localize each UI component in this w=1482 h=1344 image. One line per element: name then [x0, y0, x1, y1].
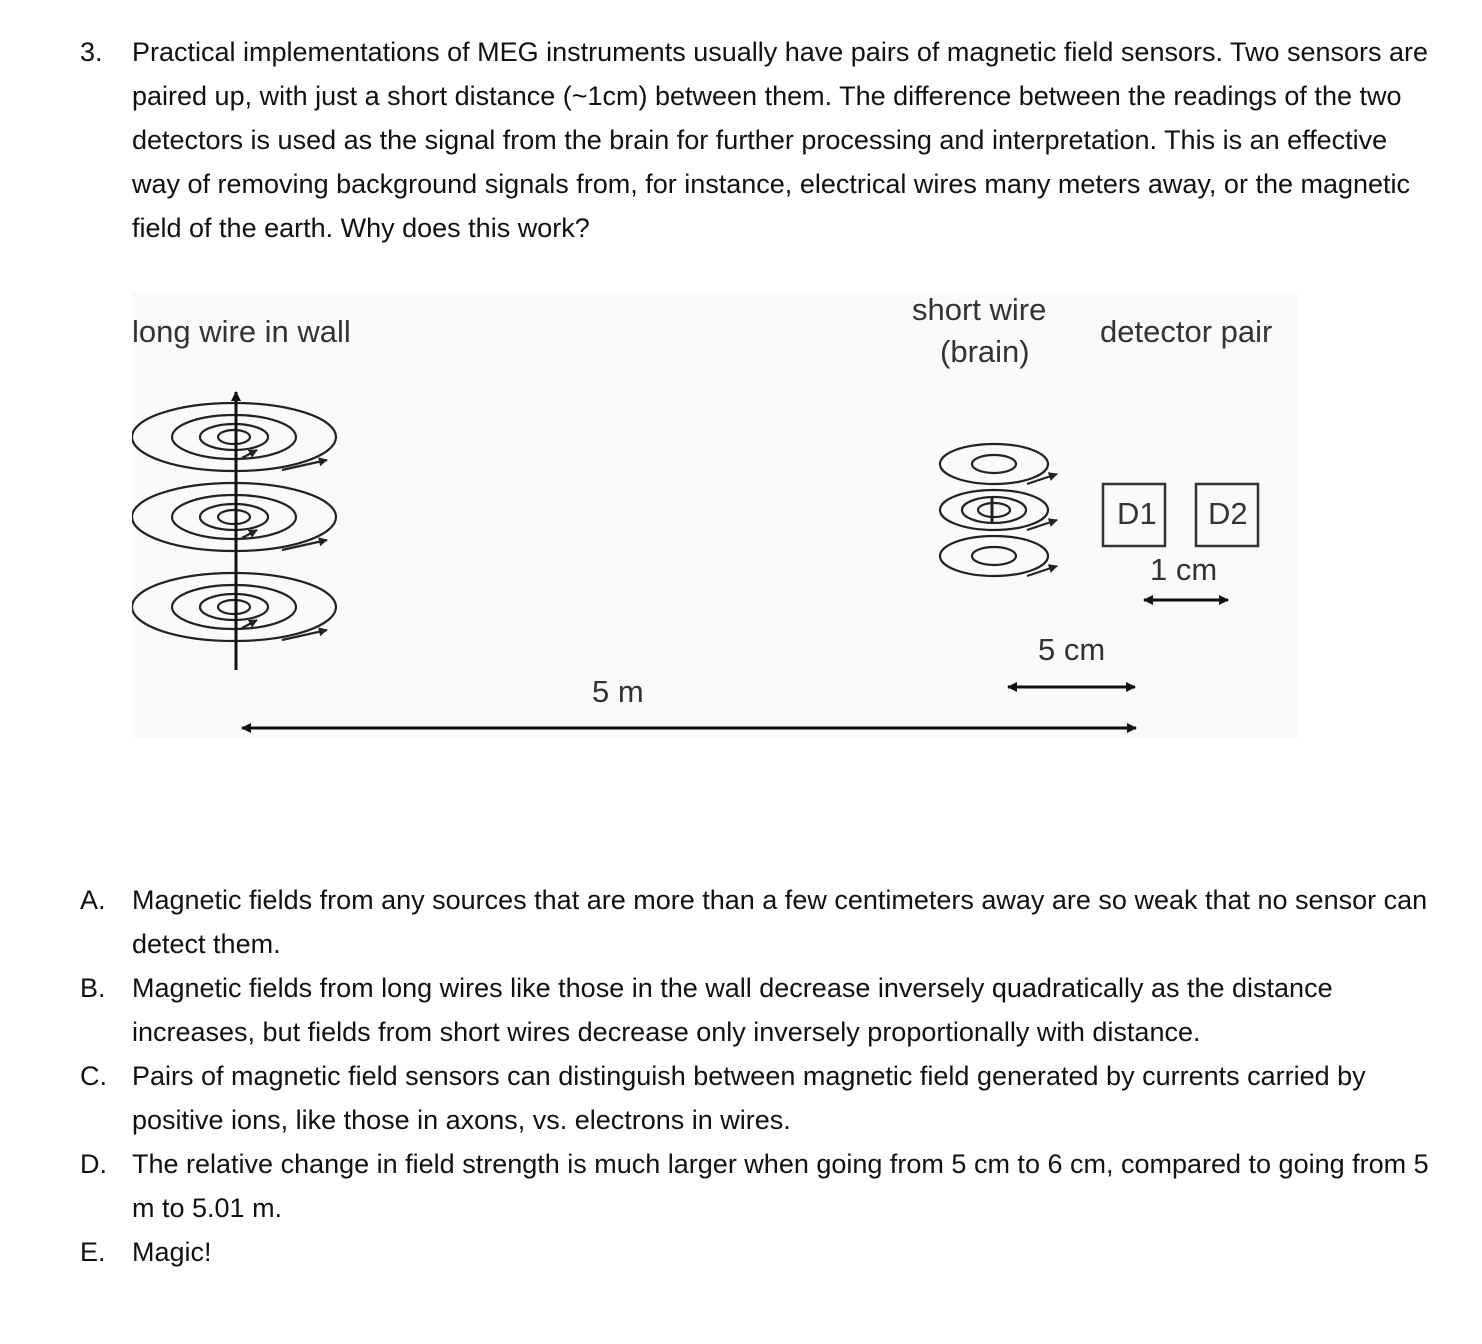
short-wire-label-line1: short wire [912, 292, 1047, 327]
spacing-1cm-label: 1 cm [1150, 552, 1218, 587]
option-c[interactable]: C. Pairs of magnetic field sensors can d… [80, 1054, 1440, 1142]
detector-d1-label: D1 [1117, 496, 1157, 531]
option-text: Magnetic fields from any sources that ar… [132, 885, 1428, 959]
distance-5cm-label: 5 cm [1038, 632, 1106, 667]
option-e[interactable]: E. Magic! [80, 1230, 1440, 1274]
short-wire-label-line2: (brain) [940, 334, 1030, 369]
option-letter: A. [80, 885, 106, 915]
detector-d1-box [1101, 482, 1167, 548]
distance-5m-label: 5 m [592, 674, 644, 709]
long-wire-label: long wire in wall [132, 314, 351, 349]
field-diagram [132, 391, 1260, 733]
option-letter: B. [80, 973, 106, 1003]
diagram-figure: long wire in wall short wire (brain) det… [132, 292, 1298, 738]
question-number: 3. [80, 37, 103, 67]
option-a[interactable]: A. Magnetic fields from any sources that… [80, 878, 1440, 966]
option-text: Pairs of magnetic field sensors can dist… [132, 1061, 1366, 1135]
option-b[interactable]: B. Magnetic fields from long wires like … [80, 966, 1440, 1054]
option-text: The relative change in field strength is… [132, 1149, 1429, 1223]
option-d[interactable]: D. The relative change in field strength… [80, 1142, 1440, 1230]
detector-d2-box [1194, 482, 1260, 548]
long-wire-field-loops [132, 401, 338, 643]
detector-d2-label: D2 [1208, 496, 1248, 531]
short-wire-field-loops [938, 442, 1058, 578]
option-text: Magnetic fields from long wires like tho… [132, 973, 1333, 1047]
detector-pair-label: detector pair [1100, 314, 1273, 349]
option-letter: D. [80, 1149, 107, 1179]
option-letter: E. [80, 1237, 106, 1267]
question-text: Practical implementations of MEG instrum… [132, 37, 1429, 243]
option-text: Magic! [132, 1237, 212, 1267]
answer-options: A. Magnetic fields from any sources that… [80, 878, 1440, 1274]
option-letter: C. [80, 1061, 107, 1091]
